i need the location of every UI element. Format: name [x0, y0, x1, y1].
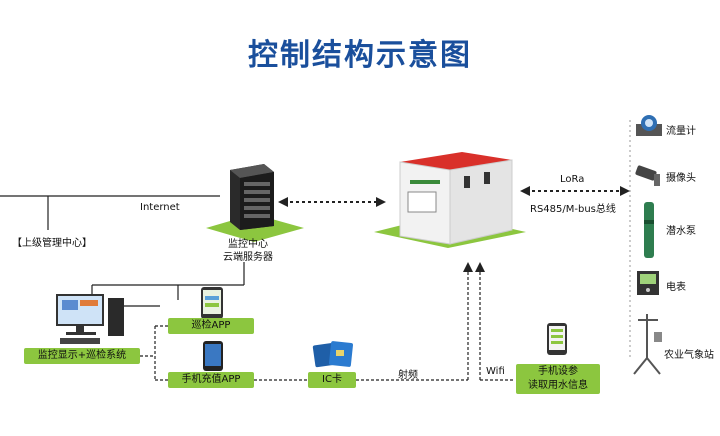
pump-icon: [640, 200, 658, 264]
camera-icon: [634, 164, 664, 192]
phone-device-icon: [546, 322, 568, 360]
control-cabinet: [396, 148, 516, 252]
diagram-title: 控制结构示意图: [248, 38, 472, 73]
inspect-app-box: 巡检APP: [168, 318, 254, 334]
weather-station-icon: [630, 310, 664, 380]
flowmeter-icon: [634, 114, 664, 146]
upper-center-label: 【上级管理中心】: [12, 238, 92, 249]
camera-label: 摄像头: [666, 173, 696, 184]
flowmeter-label: 流量计: [666, 126, 696, 137]
workstation-icon: [52, 292, 128, 352]
charge-phone-icon: [202, 340, 224, 376]
server-icon: [226, 160, 278, 234]
ic-card-icon: [312, 340, 356, 374]
internet-label: Internet: [140, 202, 180, 213]
wifi-label: Wifi: [486, 366, 505, 377]
lora-label: LoRa: [560, 174, 585, 185]
pump-label: 潜水泵: [666, 226, 696, 237]
rs485-label: RS485/M-bus总线: [530, 204, 616, 215]
rf-label: 射频: [398, 370, 418, 381]
ic-card-box: IC卡: [308, 372, 356, 388]
cloud-server-label: 云端服务器: [223, 252, 273, 263]
meter-label: 电表: [666, 282, 686, 293]
charge-app-box: 手机充值APP: [168, 372, 254, 388]
phone-device-line1: 手机设参: [538, 366, 578, 377]
monitor-center-label: 监控中心: [228, 239, 268, 250]
meter-icon: [636, 270, 660, 300]
phone-device-box: 手机设参 读取用水信息: [516, 364, 600, 394]
inspect-phone-icon: [200, 286, 224, 324]
phone-device-line2: 读取用水信息: [528, 380, 588, 391]
weather-station-label: 农业气象站: [664, 350, 714, 361]
monitor-system-box: 监控显示+巡检系统: [24, 348, 140, 364]
server-caption: 监控中心 云端服务器: [200, 238, 296, 264]
